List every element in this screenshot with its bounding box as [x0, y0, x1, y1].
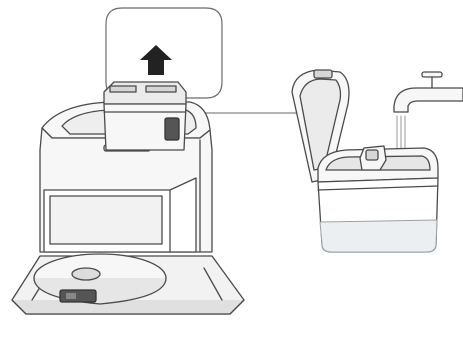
open-tank-water	[320, 220, 437, 252]
faucet-icon	[394, 72, 463, 112]
open-tank-inner-cap-knob	[366, 150, 378, 160]
faucet-spout	[394, 88, 463, 112]
ramp-front-edge	[12, 300, 244, 314]
robot-sensor-lens	[66, 293, 76, 299]
robot-lidar	[72, 268, 100, 280]
robot-sensor-window	[60, 290, 96, 302]
station-recess-panel	[50, 196, 162, 244]
lifted-water-tank	[104, 82, 186, 150]
faucet-handle	[422, 72, 442, 77]
open-tank-lid-latch	[314, 70, 332, 78]
lifted-tank-lid	[104, 82, 186, 104]
lifted-tank-clip	[165, 118, 179, 140]
